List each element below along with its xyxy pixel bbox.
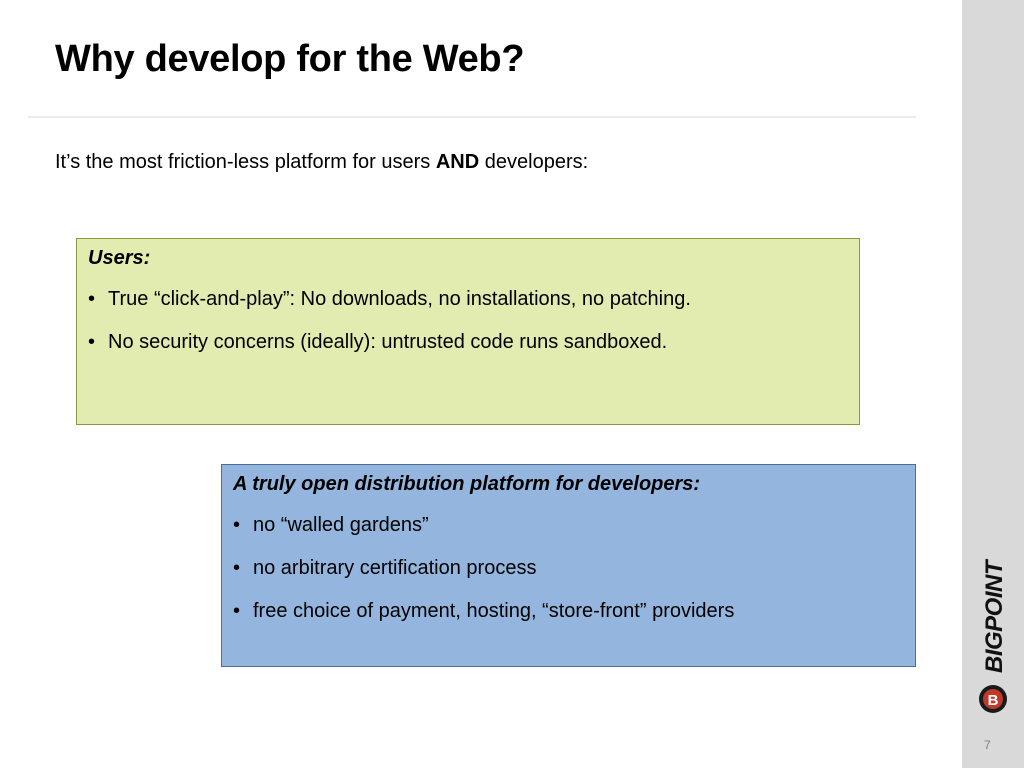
users-heading: Users: [88, 247, 151, 269]
developers-heading: A truly open distribution platform for d… [233, 473, 701, 495]
bullet-dot: • [233, 557, 241, 579]
subtitle-emphasis: AND [435, 151, 480, 173]
developers-bullet-1-text: no “walled gardens” [253, 514, 429, 536]
subtitle-text-end: developers: [479, 151, 589, 173]
slide-subtitle: It’s the most friction-less platform for… [55, 151, 588, 174]
logo-badge-icon: B [979, 685, 1007, 713]
developers-box: A truly open distribution platform for d… [221, 464, 916, 667]
sidebar [962, 0, 1024, 768]
logo-text: BIGPOINT [981, 558, 1008, 673]
bullet-dot: • [88, 288, 96, 310]
bullet-dot: • [233, 600, 241, 622]
subtitle-text-start: It’s the most friction-less platform for… [55, 151, 436, 173]
users-bullet-2-text: No security concerns (ideally): untruste… [108, 331, 668, 353]
page-number: 7 [984, 738, 991, 752]
developers-bullet-1: • no “walled gardens” [233, 514, 915, 537]
logo-badge-letter: B [988, 692, 999, 709]
users-box: Users: • True “click-and-play”: No downl… [76, 238, 860, 425]
bullet-dot: • [233, 514, 241, 536]
users-bullet-1: • True “click-and-play”: No downloads, n… [88, 288, 859, 311]
users-bullet-1-text: True “click-and-play”: No downloads, no … [108, 288, 691, 310]
title-divider [28, 116, 916, 118]
slide-title: Why develop for the Web? [55, 38, 525, 80]
slide: Why develop for the Web? It’s the most f… [28, 38, 916, 667]
developers-bullet-3-text: free choice of payment, hosting, “store-… [253, 600, 735, 622]
developers-bullet-3: • free choice of payment, hosting, “stor… [233, 600, 915, 623]
bullet-dot: • [88, 331, 96, 353]
developers-bullet-2: • no arbitrary certification process [233, 557, 915, 580]
users-bullet-2: • No security concerns (ideally): untrus… [88, 331, 859, 354]
bigpoint-logo: BIGPOINT B [979, 558, 1008, 713]
developers-bullet-2-text: no arbitrary certification process [253, 557, 537, 579]
